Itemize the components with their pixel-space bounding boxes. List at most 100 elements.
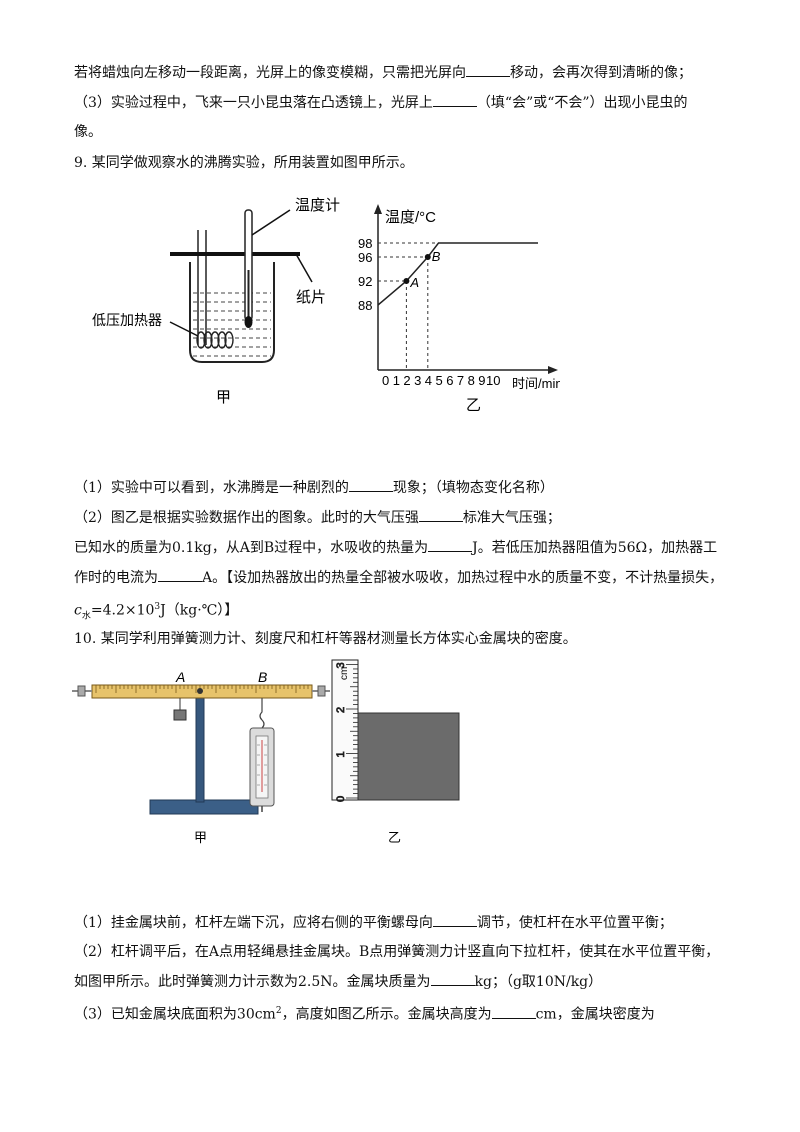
q10-part-4-a: （3）已知金属块底面积为30cm — [74, 1006, 276, 1023]
answer-blank[interactable] — [428, 537, 473, 552]
y-axis-label: 温度/°C — [385, 209, 436, 226]
caption-jia-10: 甲 — [194, 830, 207, 845]
beaker — [189, 262, 275, 363]
c-value: =4.2×10 — [90, 602, 155, 619]
q9-part-2: （2）图乙是根据实验数据作出的图象。此时的大气压强 标准大气压强； — [74, 507, 561, 528]
q9-part-3-b: J。若低压加热器阻值为56Ω，加热器工 — [472, 540, 718, 556]
pivot — [197, 688, 203, 694]
q10-part-1-a: （1）挂金属块前，杠杆左端下沉，应将右侧的平衡螺母向 — [74, 915, 433, 931]
answer-blank[interactable] — [158, 567, 202, 582]
q9-part-2-a: （2）图乙是根据实验数据作出的图象。此时的大气压强 — [74, 510, 419, 526]
x-tick-label: 1 — [393, 373, 400, 388]
thermometer-bulb — [244, 316, 253, 328]
y-tick-label: 92 — [358, 274, 372, 289]
thermometer-label: 温度计 — [295, 197, 340, 214]
data-point-A — [403, 278, 410, 284]
q10-part-4-c: cm，金属块密度为 — [535, 1006, 655, 1023]
heater-coil — [196, 331, 234, 349]
left-balance-nut — [77, 685, 86, 697]
x-axis-arrow — [548, 366, 558, 374]
x-tick-label: 3 — [414, 373, 421, 388]
q10-part-1: （1）挂金属块前，杠杆左端下沉，应将右侧的平衡螺母向 调节，使杠杆在水平位置平衡； — [74, 912, 673, 933]
x-tick-label: 6 — [446, 373, 453, 388]
question-10-title: 10. 某同学利用弹簧测力计、刻度尺和杠杆等器材测量长方体实心金属块的密度。 — [74, 631, 577, 647]
q10-part-3-a: 如图甲所示。此时弹簧测力计示数为2.5N。金属块质量为 — [74, 974, 431, 990]
q10-part-2: （2）杠杆调平后，在A点用轻绳悬挂金属块。B点用弹簧测力计竖直向下拉杠杆，使其在… — [74, 944, 720, 960]
ruler-tick-label: 1 — [335, 751, 347, 757]
y-tick-label: 88 — [358, 298, 372, 313]
right-balance-nut — [317, 685, 326, 697]
caption-jia: 甲 — [216, 389, 231, 406]
q9-part-1-a: （1）实验中可以看到，水沸腾是一种剧烈的 — [74, 480, 349, 496]
q9-part-1: （1）实验中可以看到，水沸腾是一种剧烈的 现象；（填物态变化名称） — [74, 477, 554, 498]
y-axis-arrow — [374, 204, 382, 214]
q9-part-4-a: 作时的电流为 — [74, 570, 158, 586]
answer-blank[interactable] — [466, 62, 510, 77]
figure-10: A B 甲 0 1 2 3 cm 乙 — [72, 659, 460, 845]
ruler-tick-label: 0 — [335, 796, 347, 802]
ruler-setup: 0 1 2 3 cm 乙 — [331, 659, 460, 845]
q9-part-4: 作时的电流为 A。【设加热器放出的热量全部被水吸收，加热过程中水的质量不变，不计热… — [74, 567, 723, 588]
text-line-1-part-a: 若将蜡烛向左移动一段距离，光屏上的像变模糊，只需把光屏向 — [74, 65, 466, 81]
boiling-apparatus: 温度计 纸片 低压加热器 甲 — [92, 197, 340, 406]
x-tick-label: 5 — [436, 373, 443, 388]
point-label-A: A — [409, 275, 419, 290]
question-9-title: 9. 某同学做观察水的沸腾实验，所用装置如图甲所示。 — [74, 155, 414, 171]
answer-blank[interactable] — [432, 912, 477, 927]
point-a-label: A — [175, 669, 185, 685]
q9-part-3-a: 已知水的质量为0.1kg，从A到B过程中，水吸收的热量为 — [74, 540, 429, 556]
q9-part-2-b: 标准大气压强； — [462, 510, 561, 526]
q9-part-5: c水=4.2×103J（kg·℃）】 — [74, 597, 238, 626]
x-tick-label: 9 — [478, 373, 485, 388]
c-symbol: c — [74, 602, 82, 619]
c-subscript: 水 — [81, 611, 91, 622]
text-line-1-part-b: 移动，会再次得到清晰的像； — [510, 65, 692, 81]
y-tick-label: 98 — [358, 236, 372, 251]
text-line-2: （3）实验过程中，飞来一只小昆虫落在凸透镜上，光屏上 （填“会”或“不会”）出现小… — [74, 92, 688, 113]
text-line-1: 若将蜡烛向左移动一段距离，光屏上的像变模糊，只需把光屏向 移动，会再次得到清晰的像… — [74, 62, 692, 83]
q9-part-4-b: A。【设加热器放出的热量全部被水吸收，加热过程中水的质量不变，不计热量损失， — [202, 570, 724, 586]
answer-blank[interactable] — [432, 92, 477, 107]
c-unit: J（kg·℃）】 — [160, 602, 239, 619]
heater-label: 低压加热器 — [92, 312, 162, 328]
x-tick-label: 2 — [403, 373, 410, 388]
ruler — [331, 659, 359, 801]
series-line — [377, 242, 538, 306]
stand-pole — [195, 689, 205, 803]
text-line-2-part-b: （填“会”或“不会”）出现小昆虫的 — [476, 95, 688, 111]
x-tick-label: 10 — [486, 373, 500, 388]
ruler-tick-label: 2 — [335, 707, 347, 713]
x-tick-label: 7 — [457, 373, 464, 388]
answer-blank[interactable] — [348, 477, 393, 492]
area-exponent: 2 — [275, 1006, 282, 1016]
point-label-B: B — [432, 249, 441, 264]
x-tick-label: 0 — [382, 373, 389, 388]
answer-blank[interactable] — [491, 1004, 536, 1019]
ruler-unit: cm — [339, 667, 350, 680]
q10-part-3-b: kg；（g取10N/kg） — [474, 974, 603, 990]
text-line-3: 像。 — [74, 124, 102, 140]
x-tick-label: 8 — [468, 373, 475, 388]
water-level — [193, 292, 271, 357]
x-tick-label: 4 — [425, 373, 432, 388]
metal-block — [173, 709, 187, 721]
paper-label: 纸片 — [296, 289, 326, 306]
caption-yi-10: 乙 — [388, 830, 401, 845]
q9-part-3: 已知水的质量为0.1kg，从A到B过程中，水吸收的热量为 J。若低压加热器阻值为5… — [74, 537, 717, 558]
c-exponent: 3 — [154, 602, 161, 612]
q10-part-1-b: 调节，使杠杆在水平位置平衡； — [476, 915, 673, 931]
lever-apparatus: A B 甲 — [72, 669, 330, 845]
q10-part-4-b: ，高度如图乙所示。金属块高度为 — [281, 1006, 492, 1023]
answer-blank[interactable] — [418, 507, 463, 522]
y-tick-label: 96 — [358, 250, 372, 265]
q10-part-3: 如图甲所示。此时弹簧测力计示数为2.5N。金属块质量为 kg；（g取10N/kg） — [74, 971, 602, 992]
q10-part-4: （3）已知金属块底面积为30cm2，高度如图乙所示。金属块高度为 cm，金属块密度… — [74, 1001, 655, 1025]
data-point-B — [424, 254, 431, 260]
caption-yi: 乙 — [466, 397, 481, 414]
q9-part-1-b: 现象；（填物态变化名称） — [392, 480, 554, 496]
answer-blank[interactable] — [430, 971, 475, 986]
text-line-2-part-a: （3）实验过程中，飞来一只小昆虫落在凸透镜上，光屏上 — [74, 95, 433, 111]
x-axis-label: 时间/min — [512, 376, 560, 391]
ruler-tick-label: 3 — [335, 662, 347, 668]
